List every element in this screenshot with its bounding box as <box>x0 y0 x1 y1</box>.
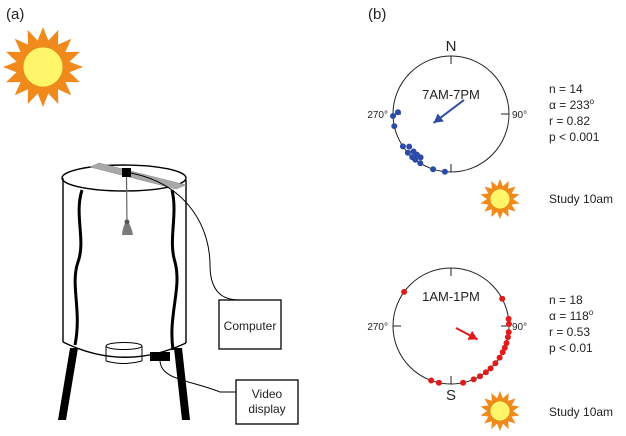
data-point <box>499 349 506 356</box>
arena-leg-right <box>174 348 190 420</box>
data-point <box>504 334 511 341</box>
data-point <box>496 354 503 361</box>
camera <box>122 168 131 177</box>
panel-b-label: (b) <box>368 6 386 23</box>
circular-plot-night: S 1AM-1PM 270° 90° <box>367 267 527 404</box>
arena-rim <box>61 164 187 192</box>
data-point <box>441 168 448 175</box>
data-point <box>470 376 477 383</box>
stat-p-day: p < 0.001 <box>549 130 600 144</box>
data-point <box>412 156 419 163</box>
video-display-box <box>235 379 299 425</box>
insect <box>122 222 133 235</box>
data-point <box>428 377 435 384</box>
sun-icon <box>3 27 83 107</box>
stat-p-night: p < 0.01 <box>549 341 593 355</box>
data-point <box>399 143 406 150</box>
study-label-day: Study 10am <box>549 192 613 206</box>
data-point <box>501 344 508 351</box>
tick-90-day: 90° <box>512 110 527 121</box>
camera-bar <box>89 162 187 190</box>
time-label-day: 7AM-7PM <box>422 87 480 102</box>
data-point <box>401 288 408 295</box>
data-point <box>417 154 424 161</box>
stat-alpha-day: α = 233o <box>549 97 595 112</box>
data-points-night <box>401 288 512 386</box>
arena-leg-left <box>58 348 78 420</box>
sun-icon-study-night <box>480 391 520 431</box>
data-point <box>482 369 489 376</box>
data-point <box>477 373 483 380</box>
data-point <box>430 166 437 173</box>
tick-270-day: 270° <box>367 110 388 121</box>
computer-box <box>218 299 282 350</box>
circular-plot-day: N 7AM-7PM 270° 90° <box>367 38 527 175</box>
panel-a-label: (a) <box>6 6 24 23</box>
stat-r-night: r = 0.53 <box>549 325 590 339</box>
data-point <box>417 160 424 167</box>
stat-r-day: r = 0.82 <box>549 114 590 128</box>
data-point <box>406 143 413 150</box>
computer-label: Computer <box>224 319 277 333</box>
tick-90-night: 90° <box>512 322 527 333</box>
data-point <box>460 379 467 386</box>
data-points-day <box>390 109 448 175</box>
sun-icon-study-day <box>480 179 520 219</box>
data-point <box>503 340 510 346</box>
data-point <box>395 109 401 116</box>
data-point <box>435 379 442 386</box>
video-label-line2: display <box>248 402 285 416</box>
cable-video <box>159 359 236 393</box>
stat-n-night: n = 18 <box>549 293 583 307</box>
south-label: S <box>446 387 456 404</box>
cable-computer <box>130 172 241 301</box>
time-label-night: 1AM-1PM <box>422 289 480 304</box>
data-point <box>505 329 512 336</box>
data-point <box>499 295 506 302</box>
bottom-camera <box>150 352 170 361</box>
north-label: N <box>446 38 457 55</box>
stat-alpha-night: α = 118o <box>549 308 594 323</box>
data-point <box>506 321 512 327</box>
stat-n-day: n = 14 <box>549 82 583 96</box>
data-point <box>390 113 396 119</box>
video-label-line1: Video <box>252 387 283 401</box>
data-point <box>487 365 494 372</box>
mean-vector-day <box>432 99 465 124</box>
data-point <box>505 315 512 322</box>
study-label-night: Study 10am <box>549 405 613 419</box>
data-point <box>404 149 411 156</box>
arena-cylinder <box>58 162 190 420</box>
mean-vector-night <box>455 327 479 341</box>
data-point <box>492 360 499 367</box>
data-point <box>391 123 398 130</box>
tick-270-night: 270° <box>367 322 388 333</box>
